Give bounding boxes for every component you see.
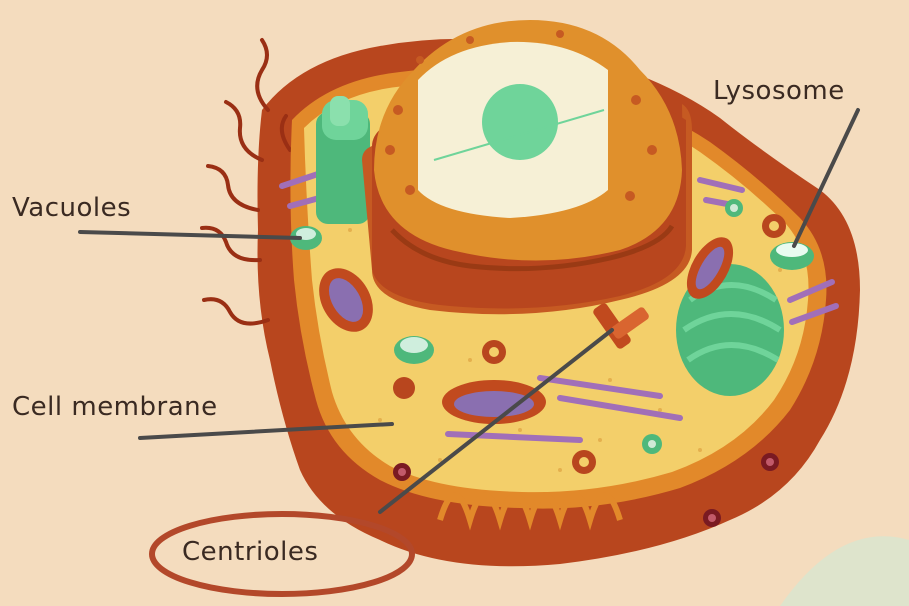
label-cell-membrane: Cell membrane <box>12 392 218 422</box>
label-lysosome: Lysosome <box>713 76 845 106</box>
lysosome-shape <box>770 242 814 270</box>
rough-er-stack <box>316 96 370 224</box>
label-vacuoles: Vacuoles <box>12 193 131 223</box>
label-centrioles: Centrioles <box>182 537 318 567</box>
background-accent <box>780 536 909 606</box>
